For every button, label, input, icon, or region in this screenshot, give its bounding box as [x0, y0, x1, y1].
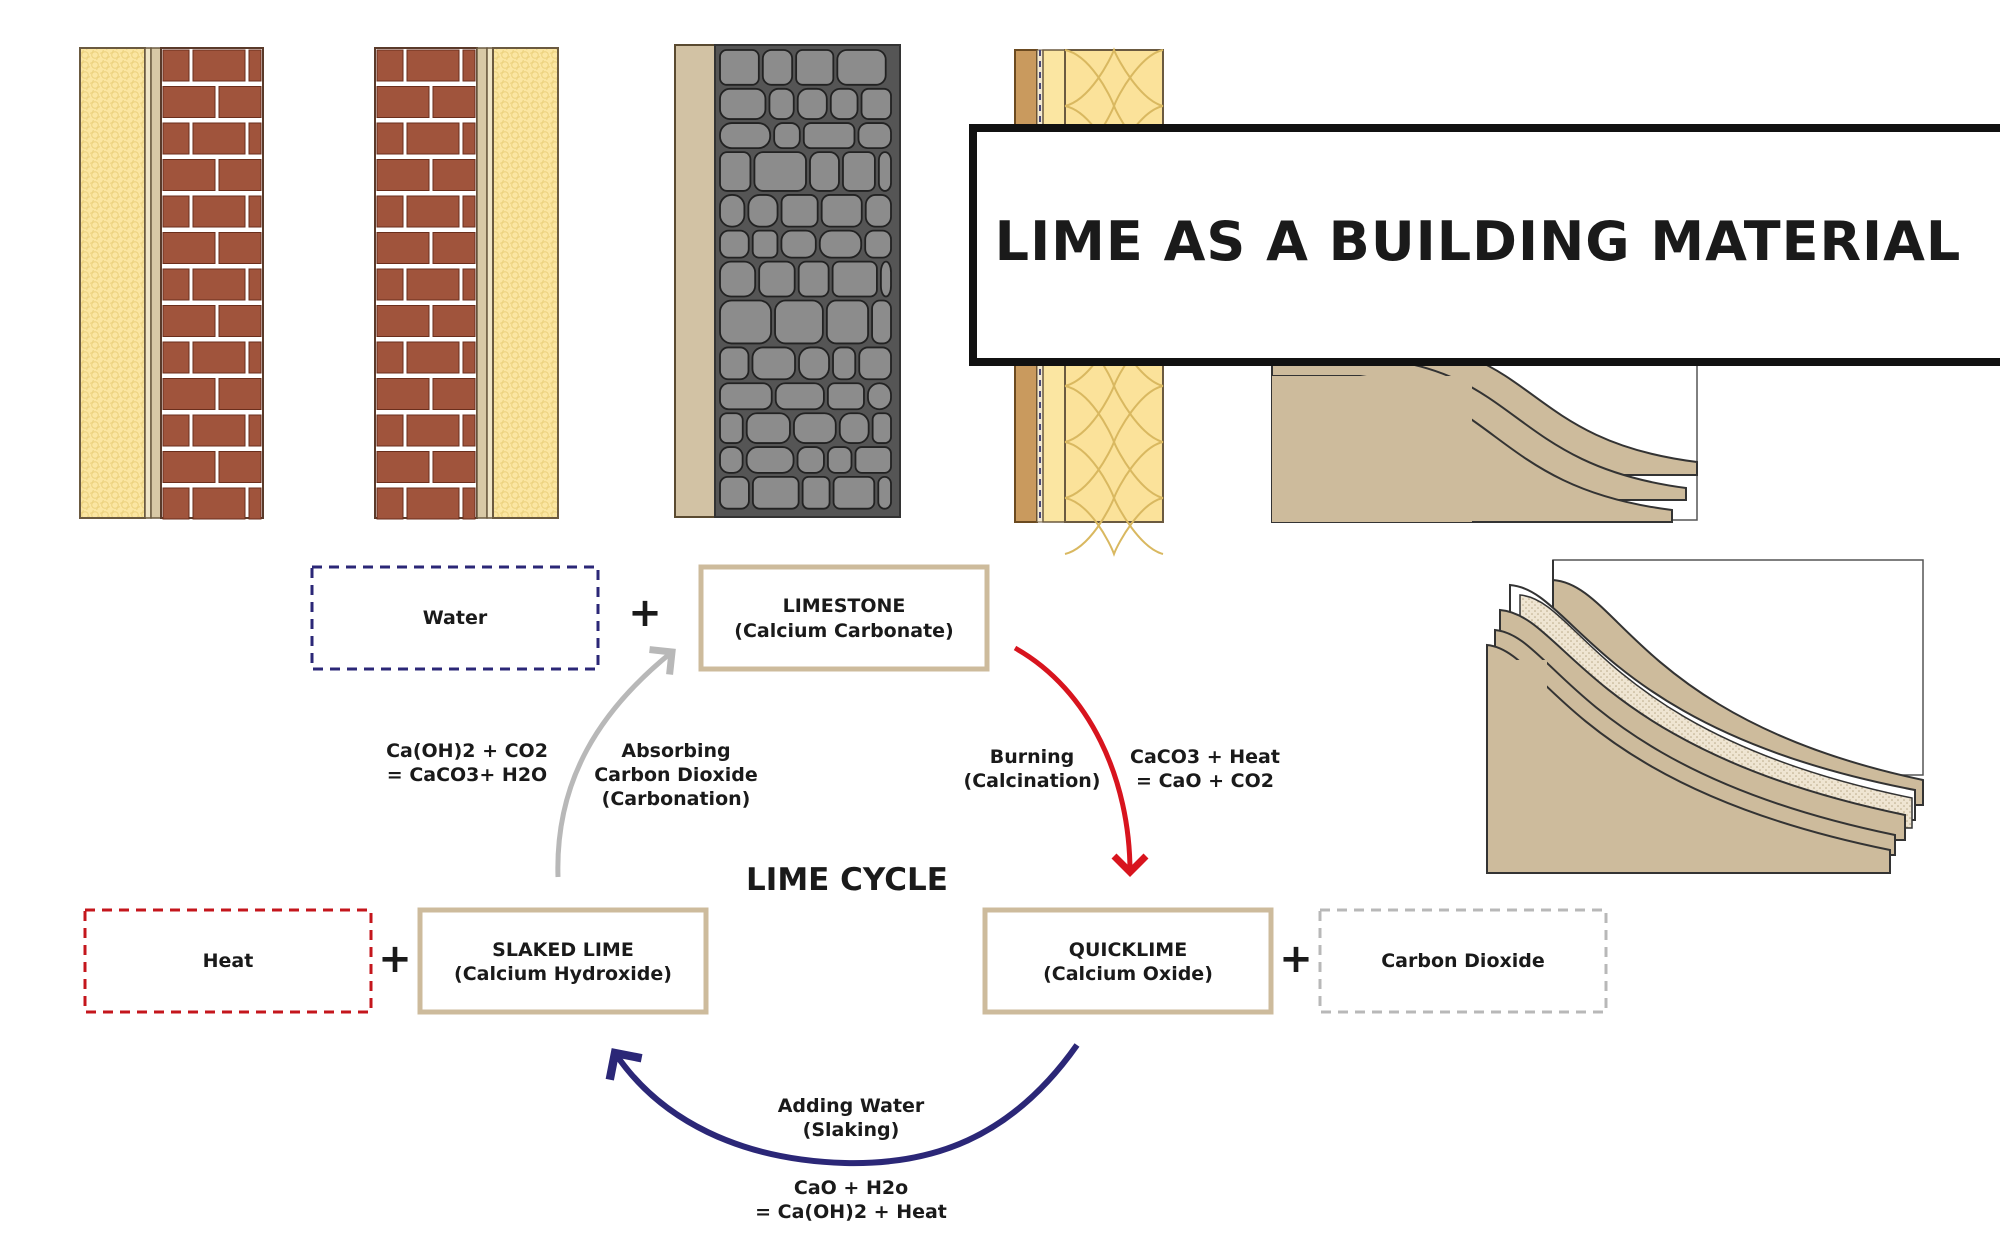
heat-box: Heat [83, 908, 373, 1014]
calcination-line2: (Calcination) [964, 770, 1101, 792]
carbonation-eq-line1: Ca(OH)2 + CO2 [386, 740, 548, 762]
wall-section-rubble-stone [674, 44, 901, 518]
wall-section-insulated-brick-left [79, 47, 264, 520]
heat-label: Heat [203, 950, 254, 972]
plus-sign-water: + [628, 590, 662, 636]
slaking-eq-line2: = Ca(OH)2 + Heat [755, 1201, 947, 1223]
curved-plaster-layers-top [1271, 329, 1698, 523]
slaked-lime-subtitle: (Calcium Hydroxide) [454, 963, 672, 985]
calcination-equation: CaCO3 + Heat = CaO + CO2 [1130, 746, 1280, 792]
lime-cycle: Water + LIMESTONE (Calcium Carbonate) He… [83, 564, 1608, 1223]
quicklime-title: QUICKLIME [1069, 939, 1187, 961]
page-title: LIME AS A BUILDING MATERIAL [995, 210, 1962, 273]
rubble-stones [719, 49, 892, 510]
limestone-subtitle: (Calcium Carbonate) [734, 620, 953, 642]
slaking-arrow [605, 1043, 1080, 1167]
brick-wall-b [374, 47, 478, 520]
wall-section-brick-insulated [374, 47, 559, 520]
slaking-eq-line1: CaO + H2o [794, 1177, 908, 1199]
calcination-eq-line2: = CaO + CO2 [1136, 770, 1274, 792]
calcination-arrow [1013, 645, 1149, 877]
carbonation-line2: Carbon Dioxide [594, 764, 758, 786]
carbonation-line1: Absorbing [621, 740, 730, 762]
carbonation-label: Absorbing Carbon Dioxide (Carbonation) [594, 740, 758, 810]
lime-cycle-title: LIME CYCLE [746, 862, 948, 898]
plus-sign-co2: + [1279, 936, 1313, 982]
slaking-equation: CaO + H2o = Ca(OH)2 + Heat [755, 1177, 947, 1223]
slaking-line1: Adding Water [778, 1095, 925, 1117]
calcination-eq-line1: CaCO3 + Heat [1130, 746, 1280, 768]
plus-sign-heat: + [378, 936, 412, 982]
water-box: Water [310, 565, 600, 671]
slaked-lime-title: SLAKED LIME [492, 939, 634, 961]
carbonation-eq-line2: = CaCO3+ H2O [387, 764, 547, 786]
water-label: Water [423, 607, 488, 629]
slaking-label: Adding Water (Slaking) [778, 1095, 925, 1141]
carbonation-arrow [555, 646, 676, 878]
title-box: LIME AS A BUILDING MATERIAL [969, 124, 2000, 366]
carbon-dioxide-label: Carbon Dioxide [1381, 950, 1545, 972]
carbonation-line3: (Carbonation) [602, 788, 751, 810]
quicklime-subtitle: (Calcium Oxide) [1043, 963, 1213, 985]
limestone-title: LIMESTONE [783, 595, 906, 617]
calcination-label: Burning (Calcination) [964, 746, 1101, 792]
quicklime-node: QUICKLIME (Calcium Oxide) [982, 907, 1274, 1015]
limestone-node: LIMESTONE (Calcium Carbonate) [698, 564, 990, 672]
slaking-line2: (Slaking) [803, 1119, 900, 1141]
calcination-line1: Burning [990, 746, 1075, 768]
slaked-lime-node: SLAKED LIME (Calcium Hydroxide) [417, 907, 709, 1015]
brick-wall-a [160, 47, 264, 520]
carbonation-equation: Ca(OH)2 + CO2 = CaCO3+ H2O [386, 740, 548, 786]
carbon-dioxide-box: Carbon Dioxide [1318, 908, 1608, 1014]
curved-plaster-layers-right [1486, 559, 1924, 874]
